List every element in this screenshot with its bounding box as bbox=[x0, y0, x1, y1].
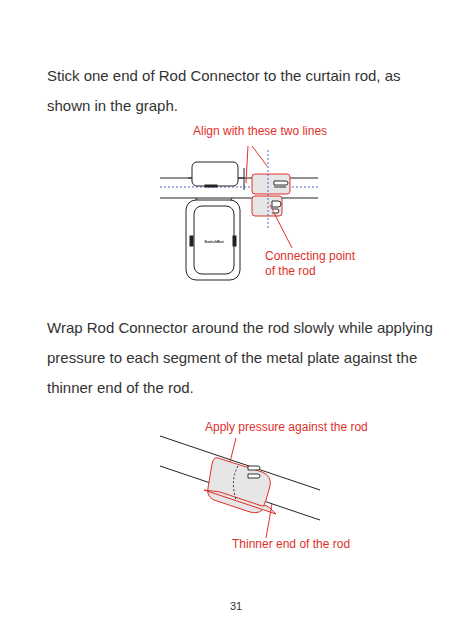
callout-label: Thinner end of the rod bbox=[232, 537, 412, 552]
callout-label: Align with these two lines bbox=[193, 124, 373, 139]
rod-figure-2 bbox=[160, 436, 320, 538]
instruction-text: Stick one end of Rod Connector to the cu… bbox=[47, 61, 437, 121]
callout-label: Apply pressure against the rod bbox=[205, 420, 405, 435]
callout-label: Connecting point of the rod bbox=[265, 249, 363, 279]
page-number: 31 bbox=[226, 600, 246, 613]
brand-mark: SwitchBot bbox=[202, 239, 226, 244]
instruction-text: Wrap Rod Connector around the rod slowly… bbox=[47, 313, 447, 403]
